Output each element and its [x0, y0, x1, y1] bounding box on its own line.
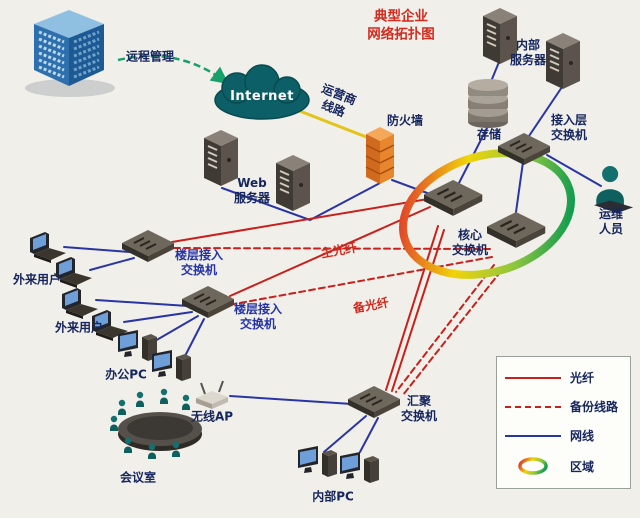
external-laptop-1-icon — [30, 232, 66, 263]
wireless-ap-icon — [196, 380, 228, 409]
legend-label-cable: 网线 — [570, 429, 595, 443]
internet-cloud — [214, 64, 310, 120]
carrier-line — [291, 106, 375, 142]
web-server-2-icon — [275, 154, 311, 212]
internal-pc-1-icon — [298, 446, 337, 477]
legend-label-fiber: 光纤 — [570, 371, 595, 385]
internal-pc-2-icon — [340, 452, 379, 483]
office-pc-2-icon — [152, 350, 191, 381]
building-icon — [25, 10, 115, 97]
web-server-1-icon — [203, 129, 239, 187]
internal-server-1-icon — [482, 7, 518, 65]
legend-row-cable: 网线 — [505, 427, 622, 444]
fiber-lines — [171, 198, 445, 392]
legend-label-backup: 备份线路 — [570, 400, 619, 414]
remote-mgmt-arrow — [117, 54, 229, 85]
firewall-icon — [365, 127, 395, 184]
backup-fiber-lines — [173, 247, 502, 396]
external-laptop-2-icon — [56, 257, 92, 288]
legend: 光纤 备份线路 网线 区域 — [496, 356, 631, 489]
core-zone-ring — [399, 149, 575, 279]
storage-icon — [468, 79, 508, 128]
backup-line-sample — [505, 405, 561, 408]
fiber-line-sample — [505, 376, 561, 379]
legend-row-fiber: 光纤 — [505, 369, 622, 386]
zone-ring-icon — [505, 456, 561, 476]
ops-staff-icon — [594, 166, 634, 214]
legend-row-zone: 区域 — [505, 456, 622, 476]
core-switch-1-icon — [422, 178, 484, 217]
external-laptop-3-icon — [62, 288, 98, 319]
core-switch-2-icon — [485, 210, 547, 249]
floor-switch-1-icon — [121, 229, 175, 263]
meeting-room-icon — [110, 388, 202, 459]
cable-line-sample — [505, 434, 561, 437]
internal-server-2-icon — [545, 32, 581, 90]
legend-row-backup: 备份线路 — [505, 398, 622, 415]
office-pc-1-icon — [118, 330, 157, 361]
legend-label-zone: 区域 — [570, 459, 595, 474]
